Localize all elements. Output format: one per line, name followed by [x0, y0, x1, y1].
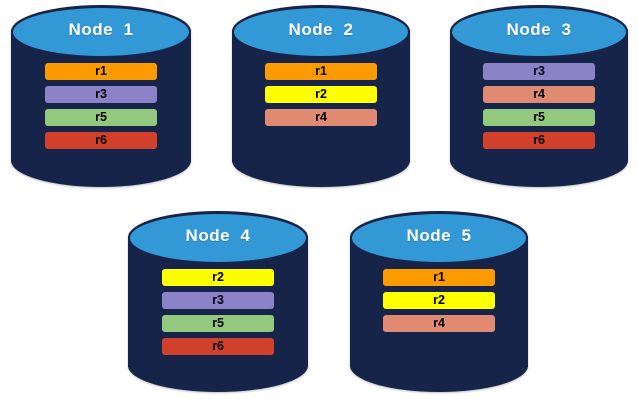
replica-bar-r1[interactable]: r1 [265, 63, 377, 81]
replica-bar-r6[interactable]: r6 [161, 337, 275, 355]
replica-list: r3 r4 r5 r6 [450, 63, 628, 150]
replica-bar-r1[interactable]: r1 [383, 268, 495, 286]
replica-list: r1 r2 r4 [232, 63, 410, 127]
replica-bar-r1[interactable]: r1 [44, 63, 158, 81]
cylinder-top-disc [232, 7, 410, 58]
cylinder-top-disc [350, 213, 528, 263]
replica-bar-r5[interactable]: r5 [44, 109, 158, 127]
replica-bar-r4[interactable]: r4 [383, 314, 495, 332]
cylinder-top-disc [450, 7, 628, 58]
replica-list: r2 r3 r5 r6 [128, 268, 308, 355]
replica-list: r1 r2 r4 [350, 268, 528, 332]
replica-bar-r3[interactable]: r3 [44, 86, 158, 104]
replica-bar-r4[interactable]: r4 [483, 86, 595, 104]
replica-bar-r5[interactable]: r5 [161, 314, 275, 332]
replica-bar-r3[interactable]: r3 [483, 63, 595, 81]
replica-bar-r6[interactable]: r6 [44, 132, 158, 150]
replica-bar-r3[interactable]: r3 [161, 291, 275, 309]
cylinder-top-disc [11, 7, 191, 58]
replica-bar-r2[interactable]: r2 [161, 268, 275, 286]
replica-bar-r6[interactable]: r6 [483, 132, 595, 150]
replica-bar-r2[interactable]: r2 [383, 291, 495, 309]
cylinder-top-disc [128, 213, 308, 263]
replica-bar-r4[interactable]: r4 [265, 109, 377, 127]
replica-bar-r5[interactable]: r5 [483, 109, 595, 127]
replica-bar-r2[interactable]: r2 [265, 86, 377, 104]
replica-list: r1 r3 r5 r6 [11, 63, 191, 150]
